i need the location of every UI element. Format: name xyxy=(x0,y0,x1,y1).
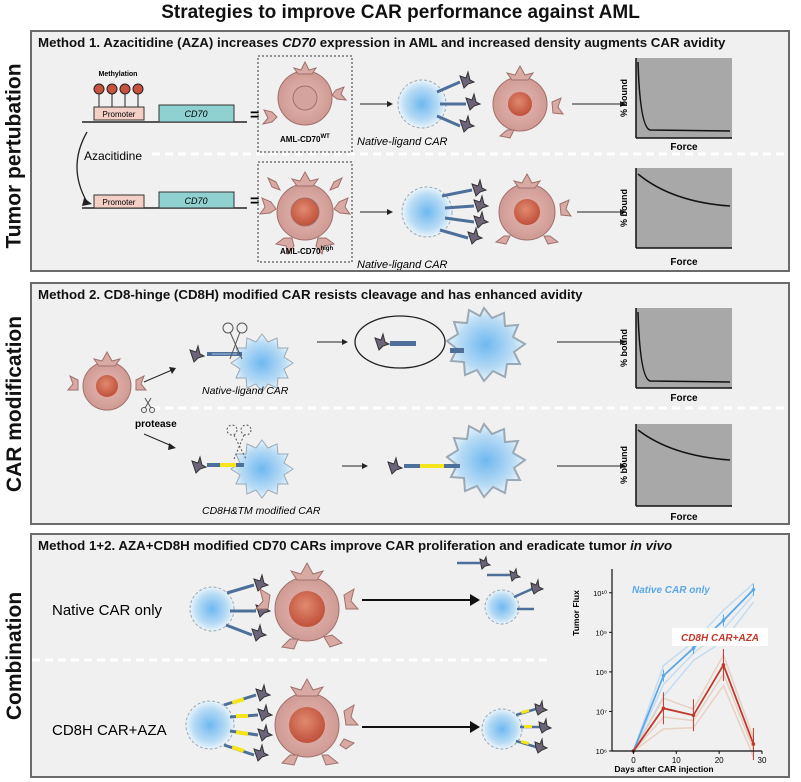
y-tick-label: 10¹⁰ xyxy=(593,589,607,598)
binding-plot-cd8h: % bound Force xyxy=(619,424,732,523)
native-car-cell-cleaved xyxy=(189,322,294,393)
promoter-box-top xyxy=(93,106,145,121)
methylation-label: Methylation xyxy=(99,71,138,78)
x-tick-label: 10 xyxy=(672,756,681,765)
native-car-t-cell-bottom xyxy=(401,178,490,245)
svg-text:Force: Force xyxy=(670,142,698,153)
chart-x-axis-label: Days after CAR injection xyxy=(614,764,713,774)
cd8h-car-outcome xyxy=(481,699,553,754)
promoter-box-bottom xyxy=(93,194,145,209)
native-car-vs-aml xyxy=(189,561,360,650)
row-native-car-only: Native CAR only xyxy=(52,602,163,619)
svg-text:% bound: % bound xyxy=(619,329,629,367)
cd8h-car-cell-intact xyxy=(387,422,527,499)
data-point xyxy=(751,587,756,592)
svg-text:AML-CD70high: AML-CD70high xyxy=(280,246,333,256)
binding-plot-native: % bound Force xyxy=(619,308,732,404)
chart-y-axis-label: Tumor Flux xyxy=(571,590,581,636)
svg-text:% bound: % bound xyxy=(619,446,629,484)
aml-source-cell xyxy=(66,350,148,411)
svg-text:=: = xyxy=(250,193,259,210)
side-label-tumor: Tumor pertubation xyxy=(3,63,26,249)
legend-native-car-only: Native CAR only xyxy=(632,585,710,596)
aml-target-top xyxy=(492,64,565,139)
figure-title: Strategies to improve CAR performance ag… xyxy=(161,2,640,23)
methylation-marks xyxy=(93,83,144,107)
panel-3-diagram: Native CAR only CD8H CAR+AZA xyxy=(32,555,768,774)
x-tick-label: 30 xyxy=(758,756,767,765)
car-modified-label: CD8H&TM modified CAR xyxy=(202,505,321,517)
svg-text:% bound: % bound xyxy=(619,79,629,117)
y-tick-label: 10⁹ xyxy=(595,628,607,637)
svg-text:CD70: CD70 xyxy=(184,109,207,119)
svg-text:Force: Force xyxy=(670,257,698,268)
data-point xyxy=(721,618,726,623)
car-label-bottom: Native-ligand CAR xyxy=(357,259,448,270)
protease-label: protease xyxy=(135,419,177,430)
svg-text:Promoter: Promoter xyxy=(103,198,136,207)
data-point xyxy=(751,742,756,746)
car-cell-after-cleavage xyxy=(445,306,527,383)
panel-3-heading: Method 1+2. AZA+CD8H modified CD70 CARs … xyxy=(38,538,673,553)
svg-text:Promoter: Promoter xyxy=(103,110,136,119)
legend-cd8h-car-aza: CD8H CAR+AZA xyxy=(681,633,759,644)
panel-1-diagram: Methylation Promoter CD70 = Azacitidine … xyxy=(76,55,786,270)
binding-plot-wt: % bound Force xyxy=(619,58,732,153)
tumor-flux-chart: 0 10 20 30 10⁶ 10⁷ 10⁸ 10⁹ 10¹⁰ Days after CAR i… xyxy=(571,569,768,774)
native-car-t-cell-top xyxy=(397,70,482,133)
panel-2-heading: Method 2. CD8-hinge (CD8H) modified CAR … xyxy=(38,287,583,302)
panel-1-heading: Method 1. Azacitidine (AZA) increases CD… xyxy=(38,35,726,50)
panel-method-2: Method 2. CD8-hinge (CD8H) modified CAR … xyxy=(30,282,790,525)
panel-2-diagram: protease Native-ligand CAR xyxy=(66,306,786,523)
data-point xyxy=(661,673,666,678)
panel-method-combination: Method 1+2. AZA+CD8H modified CD70 CARs … xyxy=(30,533,790,778)
x-tick-label: 20 xyxy=(715,756,724,765)
side-label-car: CAR modification xyxy=(3,315,27,492)
car-native-label: Native-ligand CAR xyxy=(202,385,289,397)
azacitidine-label: Azacitidine xyxy=(84,149,142,163)
cd8h-car-cell xyxy=(191,424,294,499)
data-point xyxy=(691,713,696,718)
cd8h-car-vs-aml xyxy=(185,677,360,766)
protease-scissors-icon xyxy=(141,397,155,413)
panel-method-1: Method 1. Azacitidine (AZA) increases CD… xyxy=(30,30,790,272)
cd70-gene-box-top xyxy=(158,104,235,123)
side-label-combination: Combination xyxy=(3,591,27,720)
y-tick-label: 10⁸ xyxy=(595,668,607,677)
native-car-outcome xyxy=(457,555,545,625)
aml-cd70-high-cell xyxy=(258,170,352,256)
y-tick-label: 10⁷ xyxy=(596,707,607,716)
data-point xyxy=(721,663,726,667)
svg-text:Force: Force xyxy=(670,393,698,404)
cd70-gene-box-bottom xyxy=(158,191,235,209)
svg-text:CD70: CD70 xyxy=(184,196,207,206)
binding-plot-high: % bound Force xyxy=(619,168,732,268)
svg-text:Force: Force xyxy=(670,512,698,523)
car-label-top: Native-ligand CAR xyxy=(357,136,448,148)
svg-text:AML-CD70WT: AML-CD70WT xyxy=(280,134,330,144)
x-tick-label: 0 xyxy=(631,756,636,765)
svg-text:=: = xyxy=(250,107,259,124)
data-point xyxy=(661,706,666,711)
svg-text:% bound: % bound xyxy=(619,189,629,227)
y-tick-label: 10⁶ xyxy=(596,747,607,756)
aml-cd70-wt-cell xyxy=(261,60,348,126)
aml-target-bottom xyxy=(494,172,573,245)
row-cd8h-car-aza: CD8H CAR+AZA xyxy=(52,722,167,739)
data-point xyxy=(691,646,696,650)
